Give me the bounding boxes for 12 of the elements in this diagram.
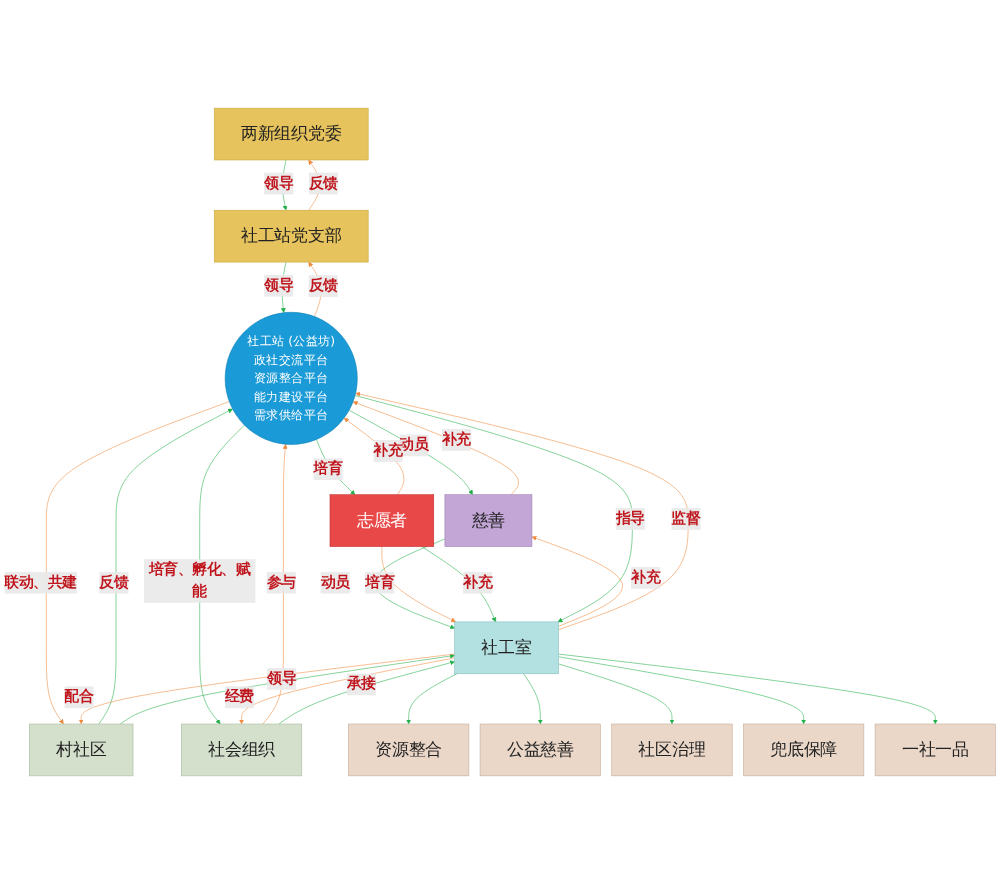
node-box: 两新组织党委 [213, 107, 369, 161]
node-box: 资源整合 [348, 723, 470, 777]
node-box: 公益慈善 [479, 723, 601, 777]
node-box: 社工室 [454, 621, 559, 675]
node-box: 社工站党支部 [213, 209, 369, 263]
node-box: 兜底保障 [743, 723, 865, 777]
node-box: 社会组织 [181, 723, 303, 777]
node-box: 一社一品 [874, 723, 996, 777]
node-box: 社区治理 [611, 723, 733, 777]
node-box: 村社区 [29, 723, 134, 777]
node-box: 志愿者 [329, 494, 435, 547]
node-box: 慈善 [444, 494, 533, 547]
